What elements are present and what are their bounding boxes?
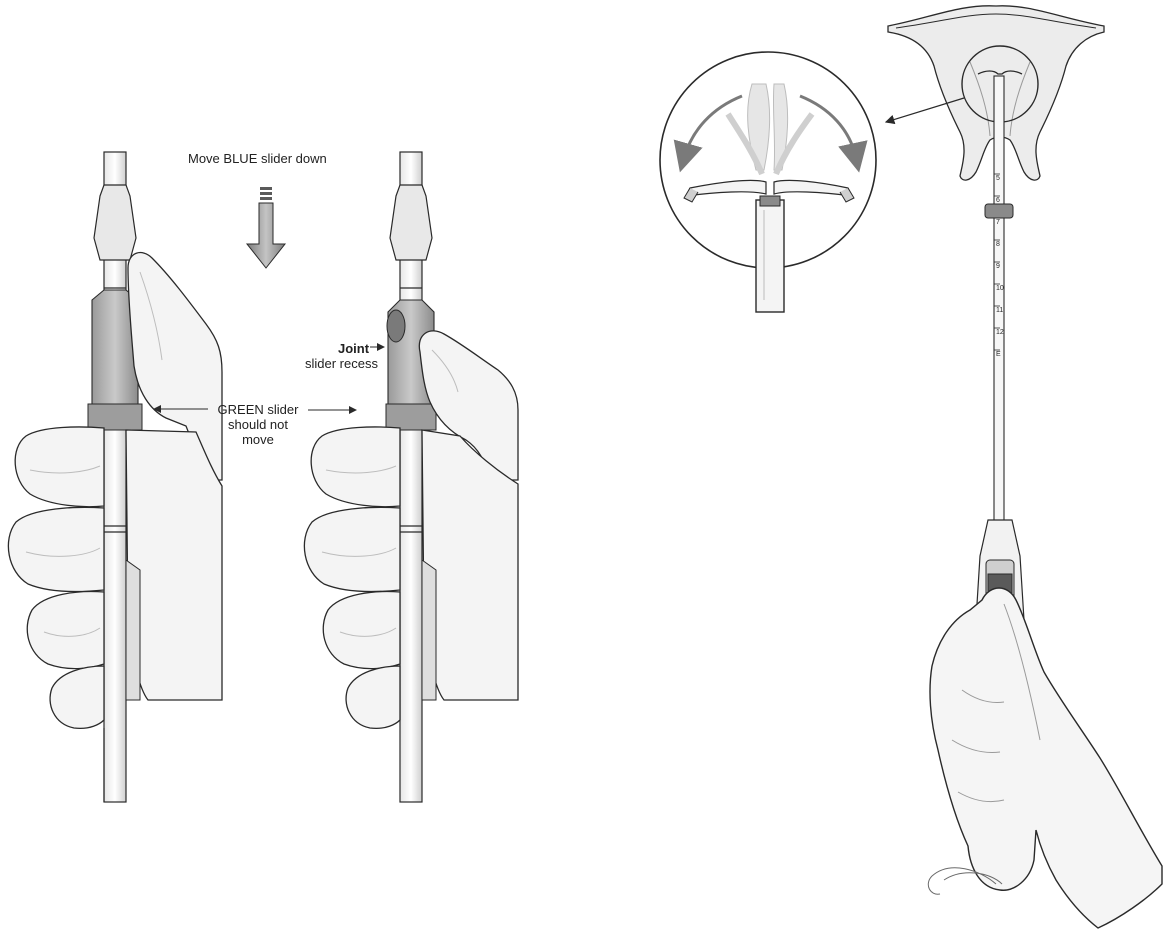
slider-band-left bbox=[88, 404, 142, 430]
instruction-label: Move BLUE slider down bbox=[188, 151, 327, 166]
magnified-inset bbox=[660, 52, 964, 312]
gloved-hand bbox=[930, 588, 1162, 928]
left-inserter-figure bbox=[8, 152, 222, 802]
uterus-diagram bbox=[888, 6, 1104, 536]
scale-mark-label: 9 bbox=[996, 263, 1000, 270]
right-inserter-figure bbox=[304, 152, 518, 802]
finger-2-right bbox=[304, 507, 400, 591]
finger-1-left bbox=[15, 427, 104, 507]
scale-mark-label: 5 bbox=[996, 175, 1000, 182]
inserter-handle-hand bbox=[928, 520, 1162, 928]
green-label-line1: GREEN slider bbox=[212, 402, 304, 417]
finger-1-right bbox=[311, 427, 400, 507]
joint-label: Joint slider recess bbox=[305, 341, 378, 371]
down-arrow-icon bbox=[247, 203, 285, 268]
scale-mark-label: 10 bbox=[996, 285, 1004, 292]
flange-right bbox=[390, 185, 432, 260]
finger-2-left bbox=[8, 507, 104, 591]
move-down-arrow bbox=[247, 187, 285, 268]
joint-label-rest: slider recess bbox=[305, 356, 378, 371]
joint-label-bold: Joint bbox=[338, 341, 369, 356]
finger-3-right bbox=[323, 592, 400, 669]
finger-3-left bbox=[27, 592, 104, 669]
flange-marker bbox=[985, 204, 1013, 218]
scale-mark-label: 7 bbox=[996, 219, 1000, 226]
finger-4-left bbox=[50, 666, 104, 728]
green-label-line2: should not bbox=[212, 417, 304, 432]
joint-recess bbox=[387, 310, 405, 342]
scale-mark-label: E bbox=[996, 351, 1001, 358]
finger-4-right bbox=[346, 666, 400, 728]
scale-mark-label: 8 bbox=[996, 241, 1000, 248]
scale-mark-label: 6 bbox=[996, 197, 1000, 204]
scale-mark-label: 11 bbox=[996, 307, 1003, 314]
flange-left bbox=[94, 185, 136, 260]
green-slider-label: GREEN slider should not move bbox=[212, 402, 304, 447]
green-label-line3: move bbox=[212, 432, 304, 447]
scale-mark-label: 12 bbox=[996, 329, 1004, 336]
